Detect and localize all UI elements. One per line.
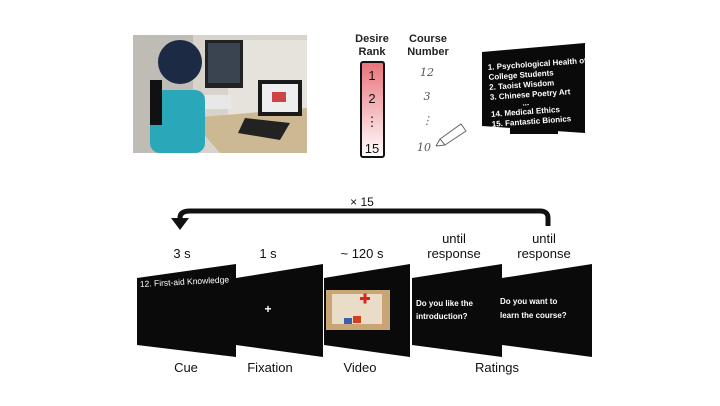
timing-rating1-line2: response: [427, 246, 480, 261]
course-header-line1: Course: [409, 33, 447, 45]
rating-learn-line1: Do you want to: [500, 297, 557, 306]
rating-like-line1: Do you like the: [416, 299, 473, 308]
timing-video: ~ 120 s: [340, 246, 384, 261]
rating-learn-line2: learn the course?: [500, 311, 567, 320]
label-fixation: Fixation: [247, 360, 293, 375]
timing-rating1-line1: until: [442, 231, 466, 246]
repeat-count: × 15: [350, 195, 374, 209]
course-list-screen: [482, 43, 585, 133]
course-3: 3: [424, 90, 431, 103]
rank-1: 1: [368, 68, 375, 83]
cue-screen: [137, 264, 236, 357]
rating-like-screen: [412, 264, 502, 357]
repeat-arrow: [177, 208, 551, 226]
rank-header-line1: Desire: [355, 33, 389, 45]
rank-header-line2: Rank: [359, 46, 387, 58]
video-thumbnail: [326, 290, 390, 330]
course-12: 12: [420, 66, 434, 79]
rank-dots: ⋮: [366, 114, 379, 129]
timing-rating2-line1: until: [532, 231, 556, 246]
fixation-cross: +: [264, 302, 271, 316]
timing-cue: 3 s: [173, 246, 191, 261]
rank-2: 2: [368, 91, 375, 106]
label-ratings: Ratings: [475, 360, 520, 375]
participant-photo: [133, 35, 307, 153]
rating-learn-screen: [502, 264, 592, 357]
course-10: 10: [417, 141, 431, 154]
course-list-item: ...: [522, 98, 529, 107]
arrow-head-icon: [171, 218, 189, 230]
course-header-line2: Number: [407, 46, 449, 58]
timing-rating2-line2: response: [517, 246, 570, 261]
rank-bar: [360, 61, 385, 158]
course-dots: ⋮: [422, 114, 433, 127]
cue-text: 12. First-aid Knowledge: [140, 274, 230, 289]
rating-like-line2: introduction?: [416, 312, 468, 321]
pen-icon: [435, 123, 467, 147]
label-video: Video: [343, 360, 376, 375]
timing-fixation: 1 s: [259, 246, 277, 261]
fixation-screen: [236, 264, 323, 357]
label-cue: Cue: [174, 360, 198, 375]
rank-15: 15: [365, 141, 379, 156]
